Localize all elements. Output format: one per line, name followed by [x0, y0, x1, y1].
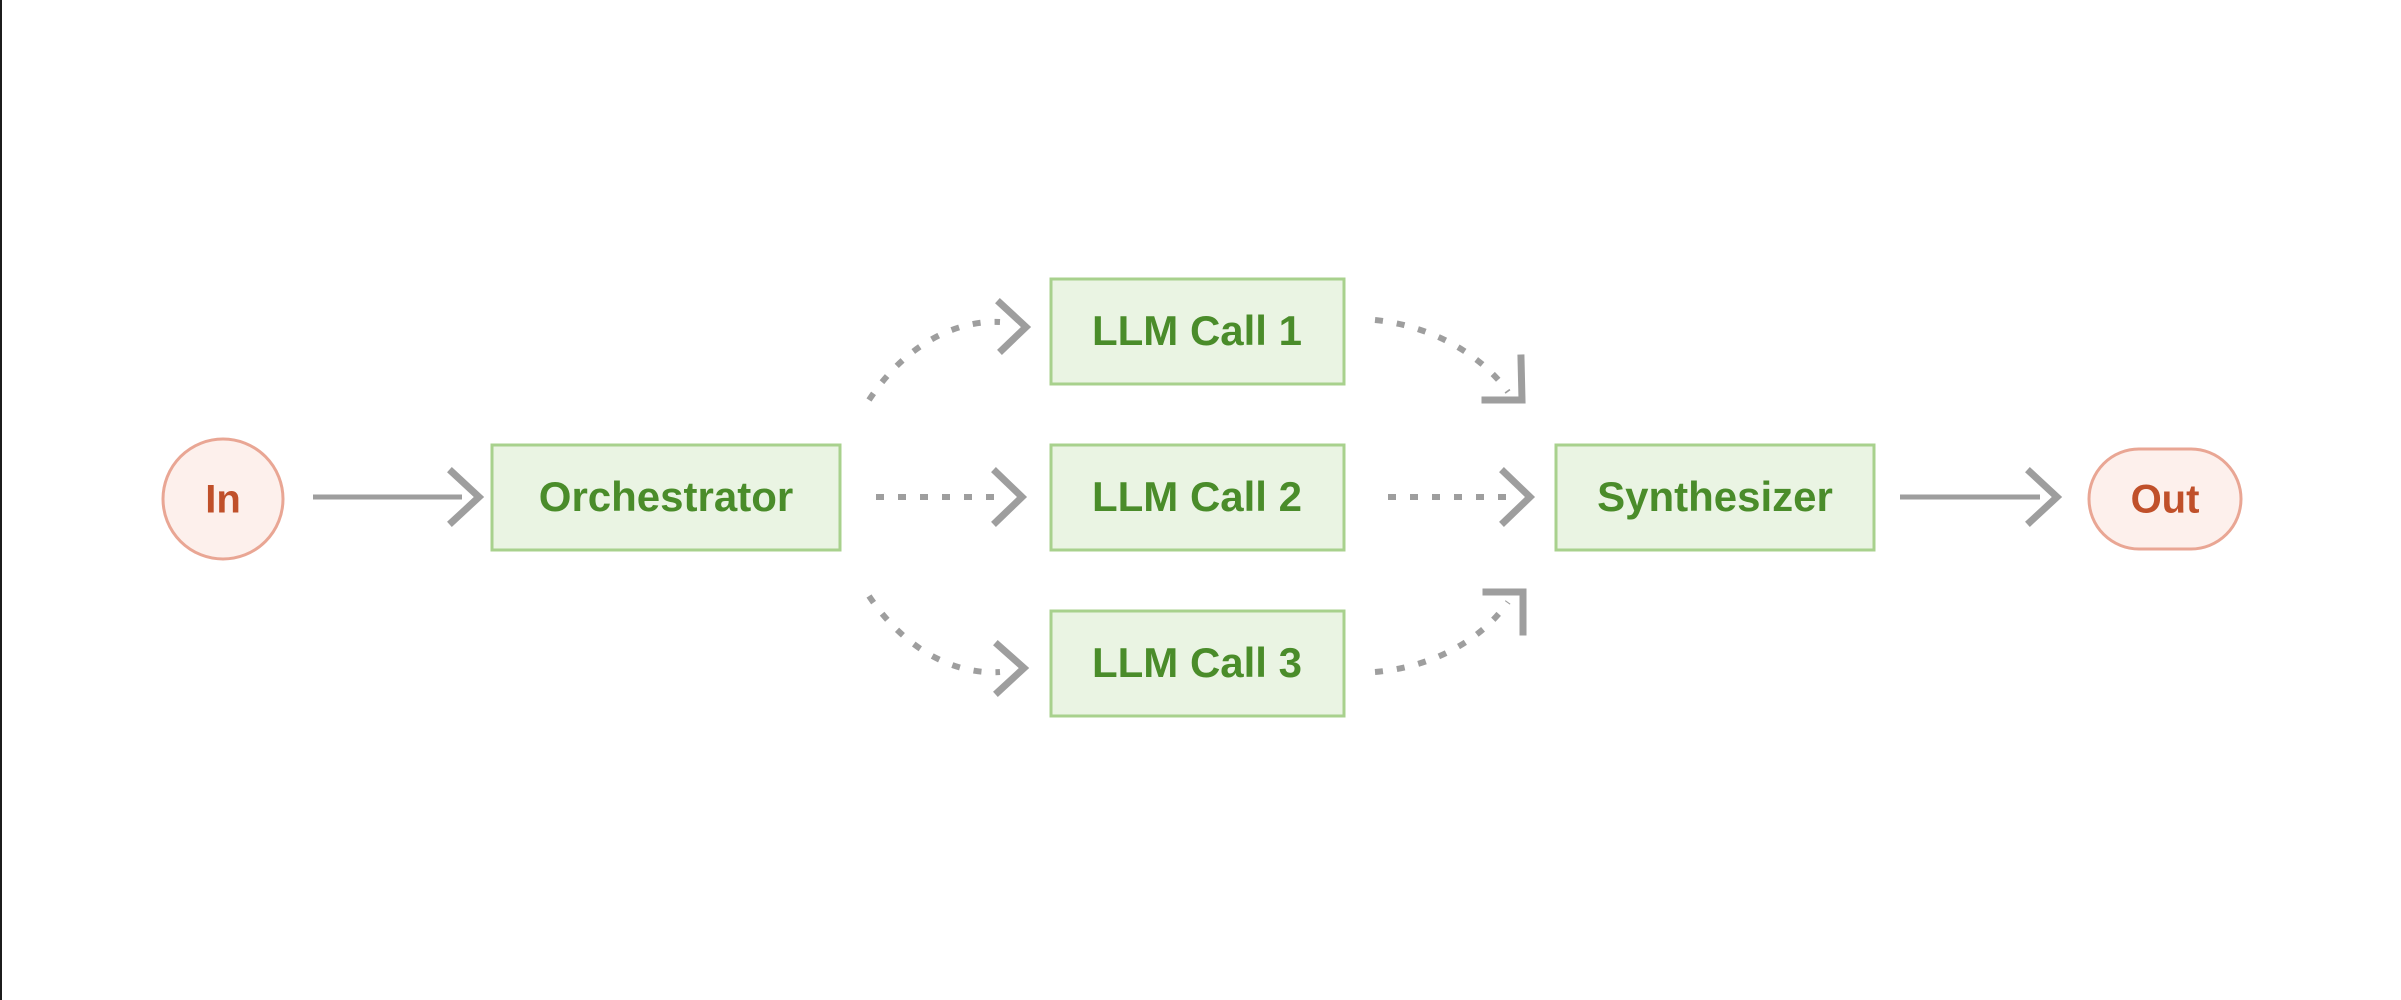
- edge-orchestrator-to-llm-call-1: [866, 298, 1032, 402]
- edge-llm-call-1-to-synthesizer: [1374, 317, 1526, 404]
- synthesizer-label: Synthesizer: [1597, 473, 1833, 520]
- orchestrator-label: Orchestrator: [539, 473, 793, 520]
- node-synthesizer[interactable]: Synthesizer: [1554, 443, 1876, 552]
- node-in[interactable]: In: [161, 437, 285, 561]
- in-label: In: [205, 478, 241, 522]
- out-label: Out: [2131, 478, 2200, 522]
- llm-call-3-label: LLM Call 3: [1092, 639, 1302, 686]
- synthesizer-box-shape: [1554, 443, 1876, 552]
- llm-call-3-box-shape: [1049, 609, 1346, 718]
- edge-orchestrator-to-llm-call-2: [876, 467, 1028, 527]
- llm-call-1-box-shape: [1049, 277, 1346, 386]
- edge-orchestrator-to-llm-call-3: [866, 594, 1030, 697]
- llm-call-2-box-shape: [1049, 443, 1346, 552]
- node-llm-call-3[interactable]: LLM Call 3: [1049, 609, 1346, 718]
- edge-llm-call-3-to-synthesizer: [1374, 588, 1527, 675]
- llm-call-2-label: LLM Call 2: [1092, 473, 1302, 520]
- edge-synthesizer-to-out: [1900, 467, 2063, 527]
- llm-call-1-label: LLM Call 1: [1092, 307, 1302, 354]
- node-llm-call-1[interactable]: LLM Call 1: [1049, 277, 1346, 386]
- node-out[interactable]: Out: [2087, 447, 2243, 551]
- page-left-edge: [0, 0, 2, 1000]
- node-orchestrator[interactable]: Orchestrator: [490, 443, 842, 552]
- edge-in-to-orchestrator: [313, 467, 485, 527]
- node-llm-call-2[interactable]: LLM Call 2: [1049, 443, 1346, 552]
- in-circle-shape: [161, 437, 285, 561]
- orchestrator-box-shape: [490, 443, 842, 552]
- out-pill-shape: [2087, 447, 2243, 551]
- edge-llm-call-2-to-synthesizer: [1388, 467, 1536, 527]
